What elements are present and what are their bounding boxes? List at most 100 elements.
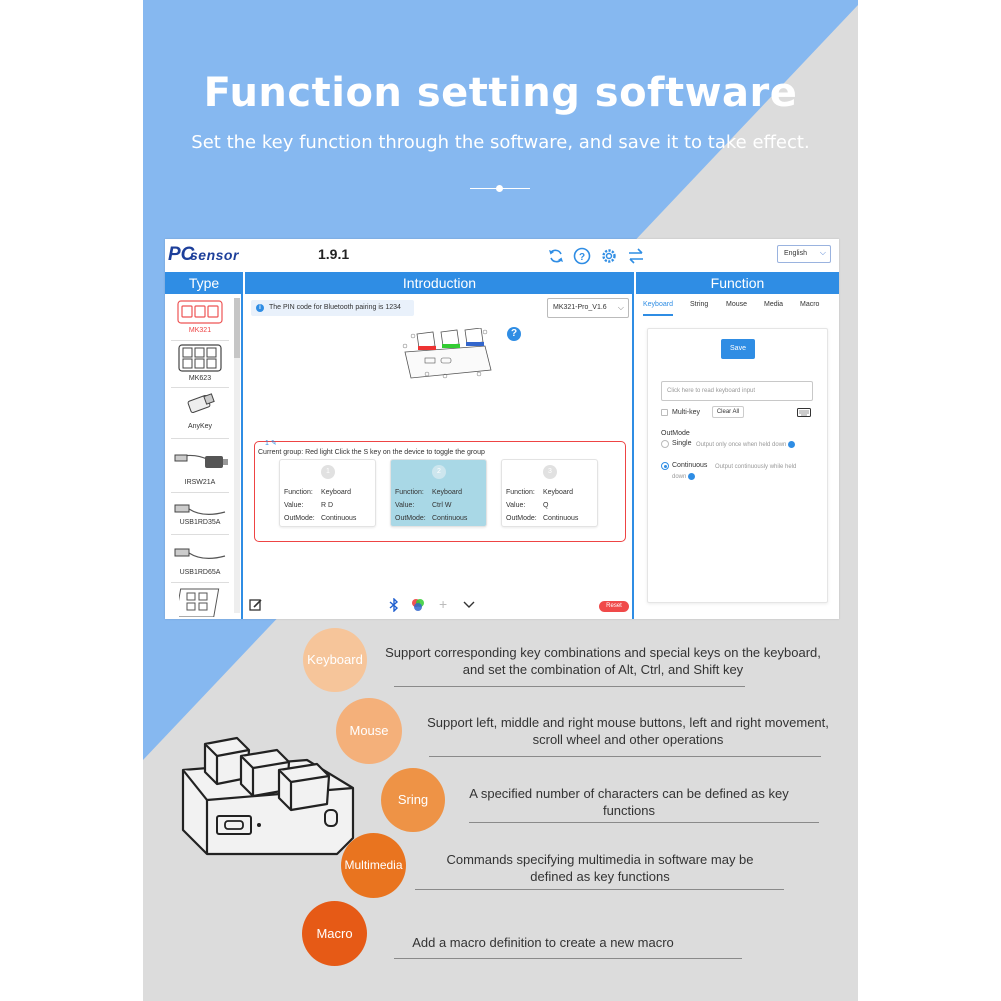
continuous-label: Continuous xyxy=(672,462,708,469)
usb-stick-icon xyxy=(187,393,215,413)
type-item-label: MK321 xyxy=(188,327,212,334)
feature-divider xyxy=(415,889,784,890)
outmode-value: Continuous xyxy=(321,515,357,522)
single-description: Output only once when held down ? xyxy=(696,440,815,448)
cable-icon xyxy=(174,548,226,559)
app-topbar: PC sensor 1.9.1 ? xyxy=(165,239,839,272)
chevron-down-icon: ⌵ xyxy=(819,248,826,257)
function-panel: Keyboard String Mouse Media Macro Save C… xyxy=(636,294,839,619)
key-number: 3 xyxy=(543,465,557,479)
function-value: Keyboard xyxy=(321,489,351,496)
model-select[interactable]: MK321-Pro_V1.6 ⌵ xyxy=(547,298,629,318)
type-item-usb1rd65a[interactable]: USB1RD65A xyxy=(171,538,229,588)
bluetooth-icon[interactable] xyxy=(388,598,400,612)
feature-text-multimedia: Commands specifying multimedia in softwa… xyxy=(446,852,754,884)
key-card-1[interactable]: 1 Function:Keyboard Value:R D OutMode:Co… xyxy=(279,459,376,527)
key-card-2[interactable]: 2 Function:Keyboard Value:Ctrl W OutMode… xyxy=(390,459,487,527)
introduction-panel: i The PIN code for Bluetooth pairing is … xyxy=(245,294,634,619)
key-card-3[interactable]: 3 Function:Keyboard Value:Q OutMode:Cont… xyxy=(501,459,598,527)
hero-title: Function setting software xyxy=(203,70,798,116)
rgb-light-icon[interactable] xyxy=(411,598,425,612)
feature-divider xyxy=(394,958,742,959)
feature-text-keyboard: Support corresponding key combinations a… xyxy=(385,645,821,677)
tab-string[interactable]: String xyxy=(690,301,709,308)
group-number[interactable]: 1 ✎ xyxy=(265,440,277,447)
value-value: Ctrl W xyxy=(432,502,452,509)
outmode-label: OutMode: xyxy=(395,515,426,522)
single-radio[interactable] xyxy=(661,440,669,448)
pin-notice: i The PIN code for Bluetooth pairing is … xyxy=(251,300,414,316)
type-list: MK321 MK623 xyxy=(165,294,243,619)
key-number: 2 xyxy=(432,465,446,479)
type-item-mk623[interactable]: MK623 xyxy=(171,342,229,388)
logo-sensor: sensor xyxy=(190,247,239,263)
feature-divider xyxy=(429,756,821,757)
intro-help-icon[interactable]: ? xyxy=(507,327,521,341)
clear-all-button[interactable]: Clear All xyxy=(712,406,744,418)
svg-text:?: ? xyxy=(579,252,585,263)
feature-text-mouse: Support left, middle and right mouse but… xyxy=(427,715,829,747)
type-item-anykey[interactable]: AnyKey xyxy=(171,388,229,439)
outmode-heading: OutMode xyxy=(661,430,690,437)
keypad-icon[interactable] xyxy=(179,587,221,617)
feature-text-string: A specified number of characters can be … xyxy=(469,786,789,818)
value-label: Value: xyxy=(284,502,304,509)
logo-pc: PC xyxy=(168,244,195,265)
gear-icon[interactable] xyxy=(600,247,618,265)
type-item-label: IRSW21A xyxy=(184,479,216,486)
function-label: Function: xyxy=(284,489,313,496)
type-item-label: AnyKey xyxy=(187,423,213,430)
type-item-mk321[interactable]: MK321 xyxy=(171,298,229,342)
model-value: MK321-Pro_V1.6 xyxy=(553,304,607,311)
group-hint: Current group: Red light Click the S key… xyxy=(258,449,485,456)
chevron-down-icon[interactable] xyxy=(463,600,475,610)
app-window: PC sensor 1.9.1 ? xyxy=(165,239,839,619)
multikey-checkbox[interactable] xyxy=(661,409,668,416)
type-list-scrollbar[interactable] xyxy=(234,298,240,613)
single-label: Single xyxy=(672,440,692,447)
language-select[interactable]: English ⌵ xyxy=(777,245,831,263)
feature-divider xyxy=(394,686,745,687)
function-value: Keyboard xyxy=(543,489,573,496)
help-icon: ? xyxy=(688,472,734,480)
save-button[interactable]: Save xyxy=(721,339,755,359)
continuous-description: Output continuously while held down ? xyxy=(672,464,797,480)
tab-media[interactable]: Media xyxy=(764,301,784,308)
feature-divider xyxy=(469,822,819,823)
add-icon[interactable]: + xyxy=(439,596,448,612)
type-item-usb1rd35a[interactable]: USB1RD35A xyxy=(171,494,229,544)
keyboard-settings-card: Save Click here to read keyboard input M… xyxy=(647,328,828,603)
pcsensor-logo: PC sensor xyxy=(168,244,253,266)
introduction-column-header: Introduction xyxy=(245,272,634,294)
mk321-icon xyxy=(177,300,223,324)
outmode-value: Continuous xyxy=(543,515,579,522)
key-group-box xyxy=(254,441,626,542)
tab-mouse[interactable]: Mouse xyxy=(726,301,748,308)
function-label: Function: xyxy=(395,489,424,496)
feature-bubble-macro: Macro xyxy=(302,901,367,966)
reset-button[interactable]: Reset xyxy=(599,601,629,612)
type-item-label: USB1RD35A xyxy=(179,519,221,526)
tab-keyboard[interactable]: Keyboard xyxy=(643,301,673,308)
keypad-illustration xyxy=(181,736,355,856)
outmode-label: OutMode: xyxy=(506,515,537,522)
edit-icon[interactable] xyxy=(249,598,263,612)
device-diagram xyxy=(402,328,492,379)
pin-notice-text: The PIN code for Bluetooth pairing is 12… xyxy=(269,304,401,311)
outmode-value: Continuous xyxy=(432,515,468,522)
help-icon[interactable]: ? xyxy=(573,247,591,265)
keyboard-icon[interactable] xyxy=(797,408,811,417)
feature-text-macro: Add a macro definition to create a new m… xyxy=(412,935,674,950)
mk623-icon xyxy=(178,344,222,372)
type-item-irsw21a[interactable]: IRSW21A xyxy=(171,442,229,493)
value-value: Q xyxy=(543,502,549,509)
swap-icon[interactable] xyxy=(627,247,645,265)
function-tabs: Keyboard String Mouse Media Macro xyxy=(636,294,839,316)
tab-macro[interactable]: Macro xyxy=(800,301,820,308)
continuous-radio[interactable] xyxy=(661,462,669,470)
cable-icon xyxy=(174,454,228,468)
feature-bubble-mouse: Mouse xyxy=(336,698,402,764)
keyboard-input-field[interactable]: Click here to read keyboard input xyxy=(661,381,813,401)
value-value: R D xyxy=(321,502,334,509)
refresh-icon[interactable] xyxy=(547,247,565,265)
